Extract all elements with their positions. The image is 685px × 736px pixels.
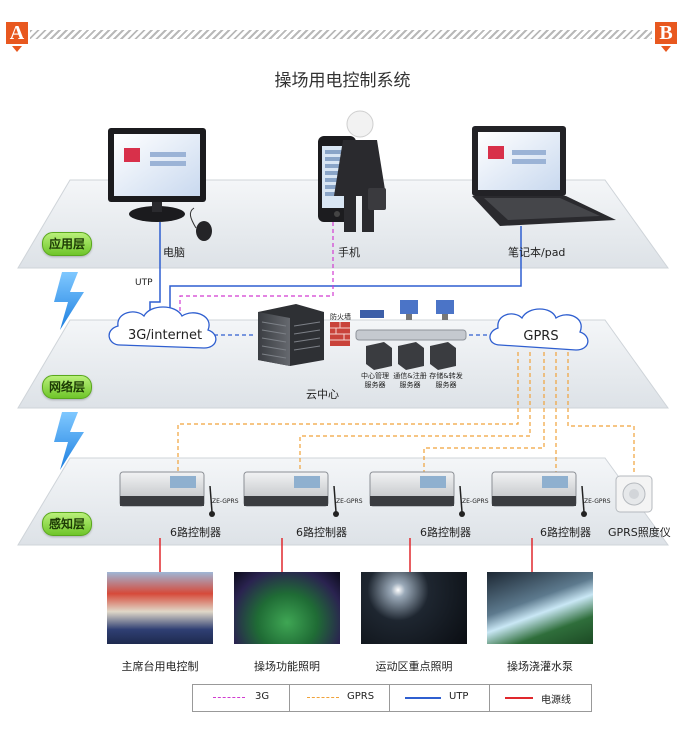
- server-label-storage: 存储&转发服务器: [429, 372, 463, 389]
- legend-swatch: [405, 697, 441, 699]
- sensor-label: GPRS照度仪: [608, 526, 671, 539]
- gprs-module-label: ZE-GPRS: [462, 498, 489, 505]
- marker-a-text: A: [9, 22, 25, 44]
- desktop-computer-icon: [108, 128, 212, 241]
- controller-device-icon: [491, 471, 587, 517]
- controller-label: 6路控制器: [170, 526, 221, 539]
- legend-label: 3G: [255, 691, 270, 702]
- scene-caption: 主席台用电控制: [121, 660, 199, 673]
- gprs-module-label: ZE-GPRS: [584, 498, 611, 505]
- legend-swatch: [505, 697, 533, 699]
- utp-label: UTP: [135, 278, 153, 288]
- legend-swatch: [307, 697, 339, 698]
- page-title: 操场用电控制系统: [274, 71, 411, 91]
- computer-label: 电脑: [163, 246, 185, 259]
- controller-device-icon: [369, 471, 465, 517]
- server-label-management: 中心管理服务器: [361, 372, 389, 389]
- server-rack-icon: [258, 304, 324, 366]
- server-label-communication: 通信&注册服务器: [393, 372, 427, 389]
- controller-device-icon: [243, 471, 339, 517]
- gprs-lines: [177, 352, 635, 474]
- controller-device-icon: [119, 471, 215, 517]
- field-lighting-photo: [234, 572, 340, 644]
- scene-caption: 运动区重点照明: [375, 660, 453, 673]
- legend: 3G GPRS UTP 电源线: [192, 684, 592, 712]
- cloud-center-label: 云中心: [306, 388, 339, 401]
- g3-line-phone: [179, 222, 334, 318]
- scene-caption: 操场功能照明: [254, 660, 320, 673]
- gprs-cloud-label: GPRS: [523, 329, 559, 344]
- application-layer-badge: 应用层: [42, 232, 92, 256]
- lightning-bolt-icon: [54, 272, 84, 330]
- power-lines: [159, 538, 533, 572]
- legend-item-3g: 3G: [193, 685, 290, 711]
- marker-b: B: [655, 22, 677, 52]
- workstation-icon: [400, 300, 454, 320]
- controller-label: 6路控制器: [296, 526, 347, 539]
- legend-swatch: [213, 697, 245, 698]
- lightning-bolt-icon: [54, 412, 84, 470]
- internet-cloud-icon: [108, 306, 217, 349]
- controller-label: 6路控制器: [420, 526, 471, 539]
- phone-label: 手机: [338, 246, 360, 259]
- gprs-module-label: ZE-GPRS: [336, 498, 363, 505]
- rostrum-photo: [107, 572, 213, 644]
- marker-a: A: [6, 22, 28, 52]
- laptop-label: 笔记本/pad: [508, 246, 566, 259]
- marker-b-text: B: [659, 22, 673, 44]
- internet-cloud-label: 3G/internet: [127, 328, 203, 343]
- legend-item-utp: UTP: [389, 685, 490, 711]
- legend-item-gprs: GPRS: [289, 685, 390, 711]
- legend-label: GPRS: [347, 691, 375, 702]
- scene-caption: 操场浇灌水泵: [507, 660, 573, 673]
- network-layer-badge: 网络层: [42, 375, 92, 399]
- header-hatch-bar: [30, 30, 652, 39]
- gprs-cloud-icon: [489, 308, 589, 351]
- firewall-icon: [330, 322, 350, 346]
- laptop-icon: [472, 126, 616, 226]
- sensing-layer-badge: 感知层: [42, 512, 92, 536]
- irrigation-pump-photo: [487, 572, 593, 644]
- legend-item-power: 电源线: [489, 685, 590, 711]
- legend-label: UTP: [449, 691, 469, 702]
- controller-label: 6路控制器: [540, 526, 591, 539]
- utp-line-laptop: [169, 226, 522, 318]
- illuminance-sensor-icon: [615, 475, 653, 513]
- firewall-label: 防火墙: [330, 313, 351, 321]
- businessman-figure-icon: [334, 110, 386, 232]
- gprs-module-label: ZE-GPRS: [212, 498, 239, 505]
- sports-area-lighting-photo: [361, 572, 467, 644]
- server-unit-icon: [366, 342, 456, 370]
- network-switch-icon: [355, 310, 467, 341]
- legend-label: 电源线: [541, 695, 571, 706]
